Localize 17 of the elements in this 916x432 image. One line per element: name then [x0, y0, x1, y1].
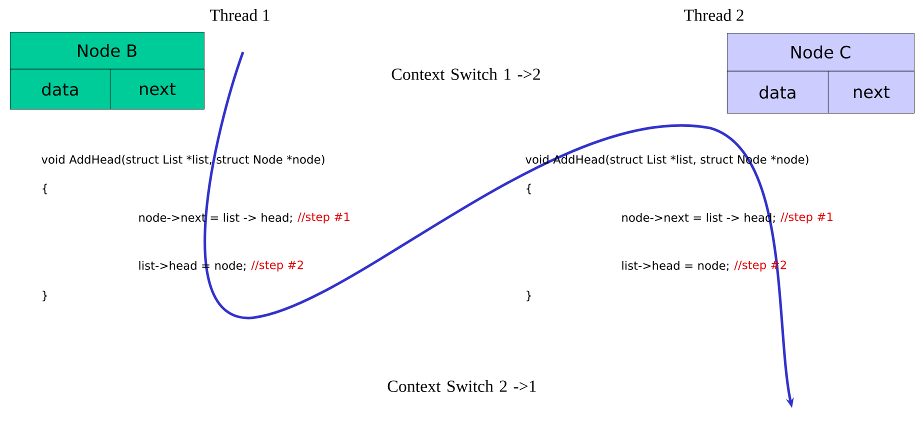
- code-comment: //step #1: [298, 212, 350, 224]
- code-line: }: [42, 290, 48, 302]
- thread-title: Thread 2: [684, 9, 744, 21]
- code-line: {: [526, 184, 532, 194]
- field-cell: data: [10, 69, 110, 110]
- code-comment: //step #1: [780, 212, 832, 224]
- code-line: void AddHead(struct List *list, struct Node *node): [42, 154, 324, 166]
- context-switch-label: Context Switch 1 ->2: [392, 68, 540, 80]
- field-cell: next: [110, 69, 204, 110]
- code-comment: //step #2: [251, 260, 303, 272]
- code-line: }: [526, 290, 532, 302]
- field-cell: next: [828, 71, 914, 114]
- thread-title: Thread 1: [210, 9, 270, 21]
- code-line: {: [42, 184, 48, 194]
- context-switch-label: Context Switch 2 ->1: [388, 380, 536, 392]
- field-cell: data: [727, 71, 828, 114]
- code-line: list->head = node;: [622, 261, 728, 272]
